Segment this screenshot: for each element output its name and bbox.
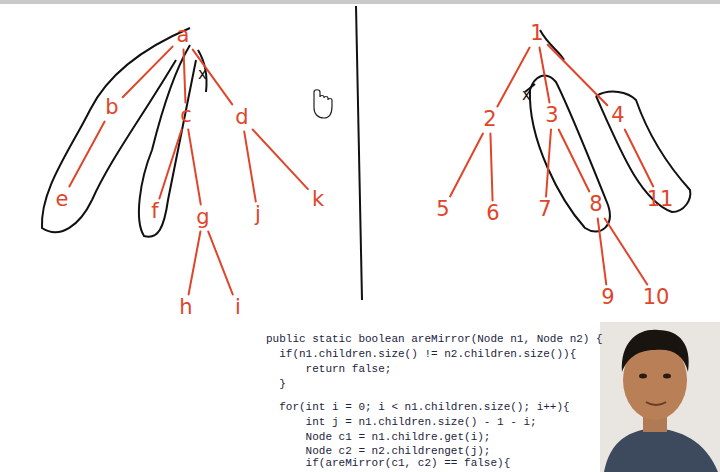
tree-edge bbox=[546, 130, 551, 197]
tree-node: a bbox=[174, 23, 193, 48]
path-loop bbox=[139, 45, 196, 237]
tree-edge bbox=[159, 130, 181, 199]
tree-node: k bbox=[309, 187, 327, 212]
node-label: 2 bbox=[483, 107, 496, 131]
tree-edge bbox=[548, 45, 608, 105]
node-label: d bbox=[235, 105, 248, 129]
node-label: 6 bbox=[486, 201, 499, 225]
tree-edge bbox=[193, 50, 233, 105]
presenter-eye bbox=[663, 374, 671, 379]
presenter-mouth bbox=[646, 402, 666, 405]
node-label: e bbox=[56, 187, 69, 211]
node-label: g bbox=[196, 205, 209, 229]
presenter-shirt bbox=[604, 428, 718, 472]
node-label: 5 bbox=[436, 197, 449, 221]
tree-edge bbox=[605, 219, 648, 285]
node-label: f bbox=[151, 199, 158, 223]
node-label: b bbox=[105, 95, 118, 119]
divider-line bbox=[356, 6, 362, 300]
node-label: i bbox=[235, 295, 241, 319]
node-label: j bbox=[255, 202, 261, 226]
tree-edge bbox=[123, 47, 173, 98]
annotation-mark: x bbox=[522, 86, 531, 104]
tree-edge bbox=[598, 219, 607, 285]
tree-node: c bbox=[177, 103, 195, 128]
node-label: 10 bbox=[643, 285, 670, 309]
code-line: public static boolean areMirror(Node n1,… bbox=[266, 333, 603, 346]
code-line: if(n1.children.size() != n2.children.siz… bbox=[266, 348, 576, 361]
path-loop bbox=[596, 92, 690, 212]
toolbar-strip bbox=[0, 0, 720, 4]
hand-cursor bbox=[314, 90, 332, 118]
code-line: } bbox=[266, 378, 286, 391]
node-label: h bbox=[179, 295, 192, 319]
code-line: Node c1 = n1.childre.get(i); bbox=[266, 431, 490, 444]
tree-edge bbox=[625, 130, 653, 187]
presenter-hair bbox=[622, 330, 689, 372]
tree-edge bbox=[450, 134, 483, 197]
tree-node: f bbox=[148, 199, 161, 224]
tree-node: 2 bbox=[480, 107, 499, 132]
tree-node: h bbox=[176, 295, 195, 320]
node-label: k bbox=[312, 187, 324, 211]
node-label: 11 bbox=[647, 187, 674, 211]
tree-edge bbox=[539, 48, 549, 103]
tree-node: j bbox=[252, 202, 264, 227]
tree-edge bbox=[69, 122, 104, 187]
node-label: a bbox=[177, 23, 190, 47]
presenter-eye bbox=[639, 374, 647, 379]
tree-node: 9 bbox=[598, 285, 617, 310]
tree-node: 1 bbox=[527, 21, 546, 46]
tree-edge bbox=[253, 130, 308, 190]
tree-node: i bbox=[232, 295, 244, 320]
code-line: for(int i = 0; i < n1.children.size(); i… bbox=[266, 401, 570, 414]
tree-edge bbox=[208, 232, 232, 295]
tree-edge bbox=[559, 130, 590, 192]
code-line: return false; bbox=[266, 363, 391, 376]
tree-node: 6 bbox=[483, 201, 502, 226]
path-loop bbox=[198, 50, 207, 92]
node-label: 1 bbox=[530, 21, 543, 45]
presenter-background bbox=[600, 322, 720, 472]
tree-node: g bbox=[193, 205, 212, 230]
tree-node: b bbox=[102, 95, 121, 120]
code-line: if(areMirror(c1, c2) == false){ bbox=[266, 457, 510, 470]
tree-node: 3 bbox=[542, 103, 561, 128]
tree-edge bbox=[244, 132, 256, 202]
tree-node: 8 bbox=[586, 192, 605, 217]
tree-edge bbox=[184, 50, 186, 103]
annotation-mark: x bbox=[198, 65, 207, 83]
node-label: 7 bbox=[538, 197, 551, 221]
node-label: 3 bbox=[545, 103, 558, 127]
tree-node: d bbox=[232, 105, 251, 130]
code-line: int j = n1.children.size() - 1 - i; bbox=[266, 416, 537, 429]
node-label: 4 bbox=[611, 103, 624, 127]
node-label: c bbox=[180, 103, 192, 127]
tree-node: 4 bbox=[608, 103, 627, 128]
tree-edge bbox=[189, 232, 201, 295]
node-label: 9 bbox=[601, 285, 614, 309]
tree-edge bbox=[490, 134, 492, 201]
tree-edge bbox=[188, 130, 200, 205]
tree-node: e bbox=[53, 187, 72, 212]
tree-node: 7 bbox=[535, 197, 554, 222]
code-line: Node c2 = n2.childrenget(j); bbox=[266, 445, 490, 458]
tree-node: 5 bbox=[433, 197, 452, 222]
tree-node: 10 bbox=[640, 285, 673, 310]
node-label: 8 bbox=[589, 192, 602, 216]
tree-node: 11 bbox=[644, 187, 677, 212]
